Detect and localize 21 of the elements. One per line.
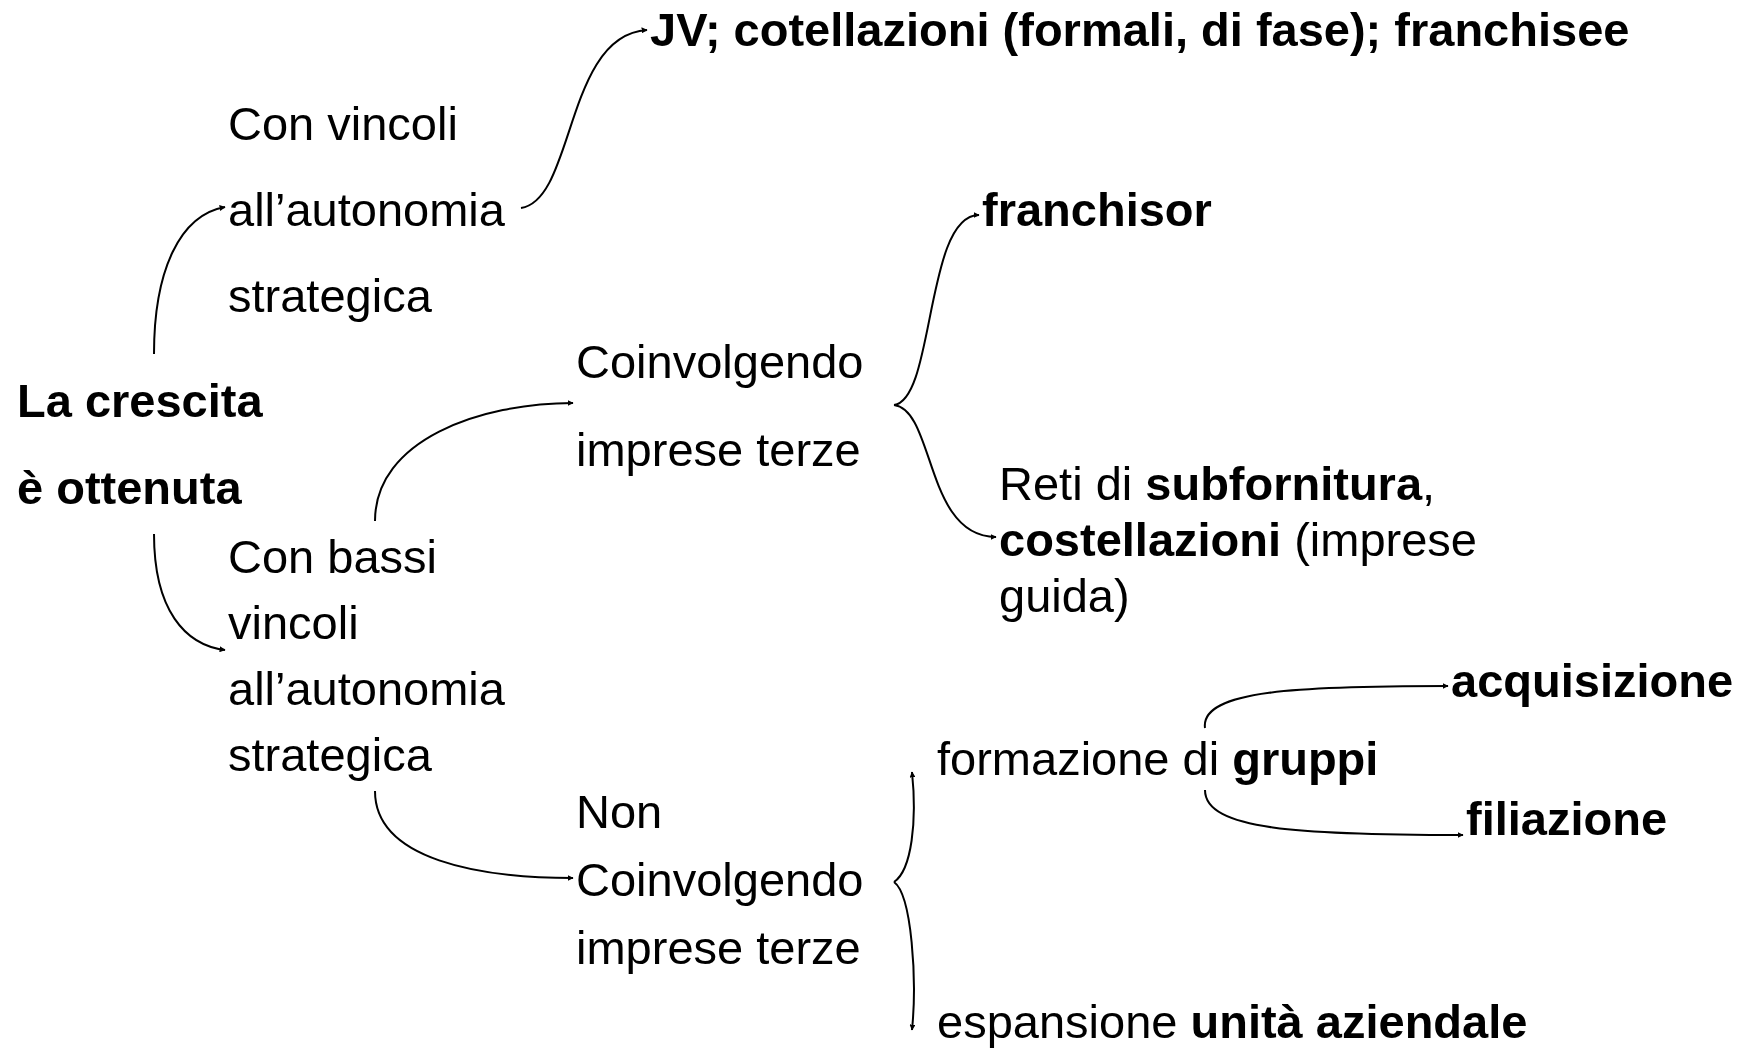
curved-arrow	[153, 533, 226, 652]
node-label: franchisor	[982, 182, 1212, 238]
curved-arrow	[374, 790, 574, 881]
curved-arrow	[893, 404, 997, 540]
curved-arrow	[1204, 789, 1464, 838]
node-label: espansione unità aziendale	[915, 996, 1528, 1048]
curved-arrow	[1204, 683, 1449, 729]
node-label: Coinvolgendo imprese terze	[576, 318, 891, 494]
curved-arrow	[893, 213, 980, 406]
node-label: formazione di gruppi	[915, 731, 1379, 787]
node-label: filiazione	[1466, 791, 1668, 847]
curved-arrow	[153, 205, 226, 355]
node-label: Reti di subfornitura, costellazioni (imprese guida)	[999, 456, 1499, 624]
curved-arrow	[374, 400, 574, 522]
node-label: acquisizione	[1451, 653, 1734, 709]
node-label: Non Coinvolgendo imprese terze	[576, 778, 891, 982]
curved-arrow	[893, 881, 916, 1031]
curved-arrow	[893, 771, 916, 883]
node-label: JV; cotellazioni (formali, di fase); franchisee	[650, 2, 1630, 58]
curved-arrow	[520, 28, 648, 209]
node-label: Con vincoli all’autonomia strategica	[228, 81, 518, 339]
